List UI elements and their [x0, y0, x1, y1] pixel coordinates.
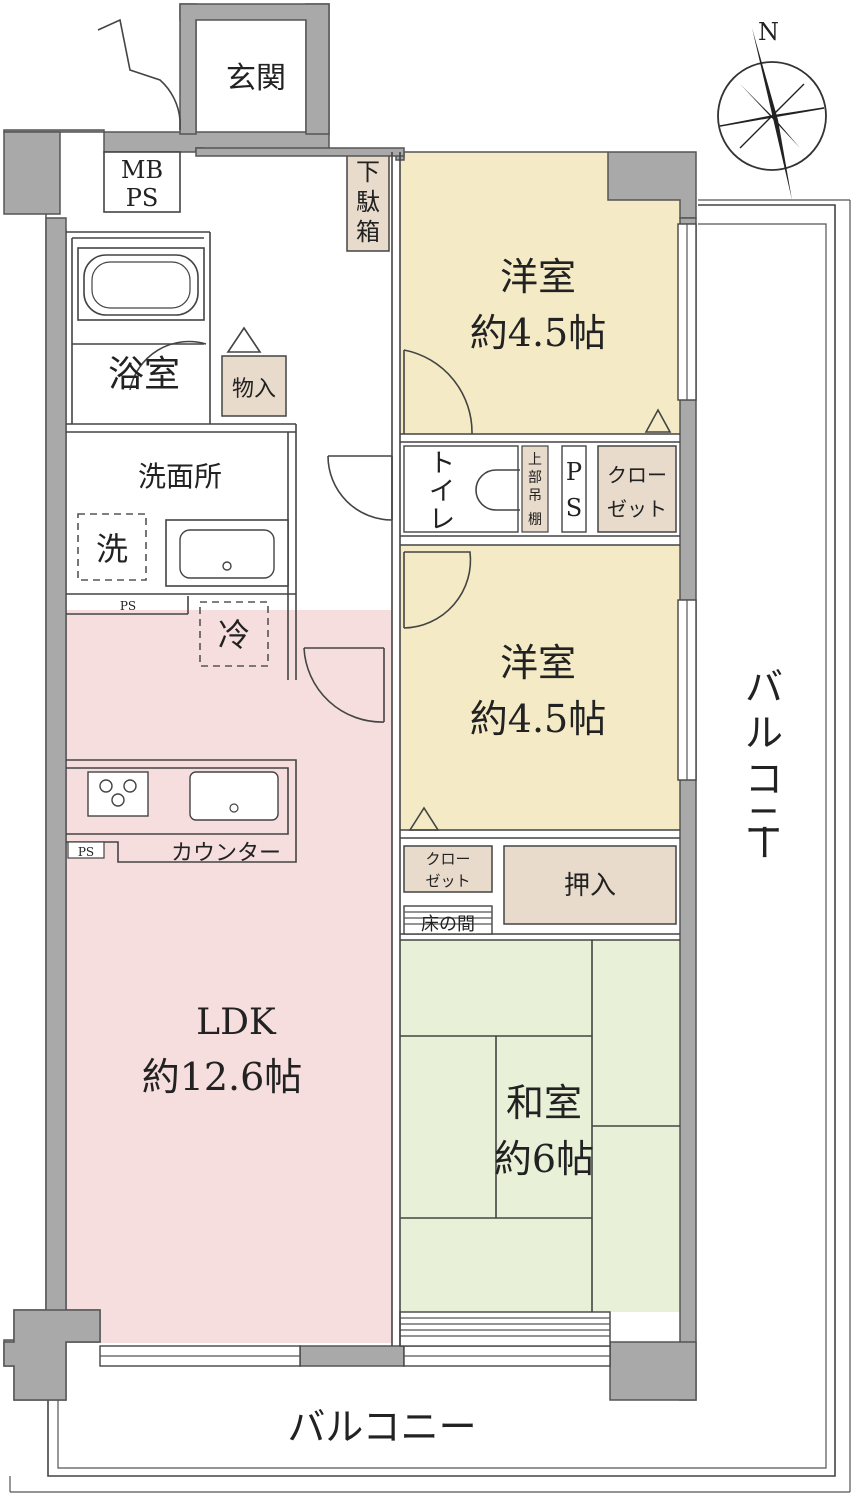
oshiire-label: 押入 — [564, 871, 616, 901]
balcony-right-label-4: ニ — [745, 799, 783, 843]
shoe-box-label-1: 下 — [356, 158, 380, 186]
toilet-label-2: イ — [429, 477, 455, 507]
upper-shelf-label-2: 部 — [528, 470, 542, 486]
washroom-label: 洗面所 — [138, 460, 222, 493]
entrance-label: 玄関 — [226, 61, 286, 96]
mbps-label-2: PS — [126, 184, 159, 212]
western-room-2-name: 洋室 — [500, 641, 576, 685]
toilet-label-1: ト — [429, 449, 455, 479]
tatami-lines — [400, 940, 680, 1312]
balcony-right-label-5: ー — [741, 823, 785, 861]
toilet-ps-label-1: P — [566, 458, 582, 486]
mbps-label-1: MB — [121, 156, 163, 184]
bath-label: 浴室 — [108, 354, 180, 395]
western-room-1-name: 洋室 — [500, 255, 576, 299]
shoe-box-label-2: 駄 — [356, 188, 380, 216]
toilet-fixture — [403, 445, 587, 533]
balcony-right-label-3: コ — [745, 757, 783, 801]
toilet-ps-label-2: S — [566, 494, 582, 522]
compass-north-label: N — [758, 18, 779, 46]
balcony-outline — [9, 199, 851, 1493]
kitchen-counter — [66, 759, 297, 863]
storage-small-label: 物入 — [232, 377, 276, 402]
ps-label-washroom: PS — [120, 599, 136, 613]
storage-small-fill — [221, 355, 287, 417]
fridge-space — [199, 601, 269, 667]
ldk-size: 約12.6帖 — [142, 1055, 303, 1099]
closet-1-label-2: ゼット — [607, 497, 667, 521]
balcony-bottom-label: バルコニー — [287, 1405, 476, 1449]
upper-shelf-label-1: 上 — [528, 452, 542, 468]
japanese-room-name: 和室 — [506, 1081, 582, 1125]
ldk-fill — [66, 610, 392, 1343]
tokonoma-area — [403, 905, 493, 935]
right-windows — [677, 223, 697, 781]
upper-shelf-fill — [521, 445, 549, 533]
closet-1-label-1: クロー — [607, 463, 667, 487]
tokonoma-label: 床の間 — [421, 914, 475, 935]
bottom-windows — [99, 1311, 611, 1367]
bathtub — [72, 247, 205, 345]
washer-space — [77, 513, 147, 581]
closet-2-label-1: クロー — [425, 850, 470, 868]
upper-shelf-label-4: 棚 — [528, 512, 542, 528]
fridge-label: 冷 — [218, 616, 250, 654]
counter-label: カウンター — [171, 841, 281, 866]
walls — [3, 3, 697, 1401]
western-room-2-fill — [400, 545, 680, 830]
balcony-right-label-1: バ — [745, 665, 783, 709]
shoe-box-label-3: 箱 — [356, 218, 380, 246]
western-room-1-size: 約4.5帖 — [470, 311, 606, 355]
japanese-room-size: 約6帖 — [494, 1137, 594, 1181]
closet-2-fill — [403, 845, 493, 893]
washer-label: 洗 — [96, 530, 128, 568]
upper-shelf-label-3: 吊 — [528, 488, 542, 504]
closet-2-label-2: ゼット — [425, 872, 470, 890]
balcony-right-label-2: ル — [745, 711, 783, 755]
ps-label-kitchen: PS — [78, 845, 94, 859]
closet-1-fill — [597, 445, 677, 533]
ldk-name: LDK — [196, 1002, 277, 1043]
western-room-2-size: 約4.5帖 — [470, 697, 606, 741]
wash-basin — [165, 519, 289, 587]
compass-icon — [717, 28, 827, 200]
toilet-label-3: レ — [429, 505, 455, 535]
doors — [97, 18, 473, 1310]
oshiire-fill — [503, 845, 677, 925]
